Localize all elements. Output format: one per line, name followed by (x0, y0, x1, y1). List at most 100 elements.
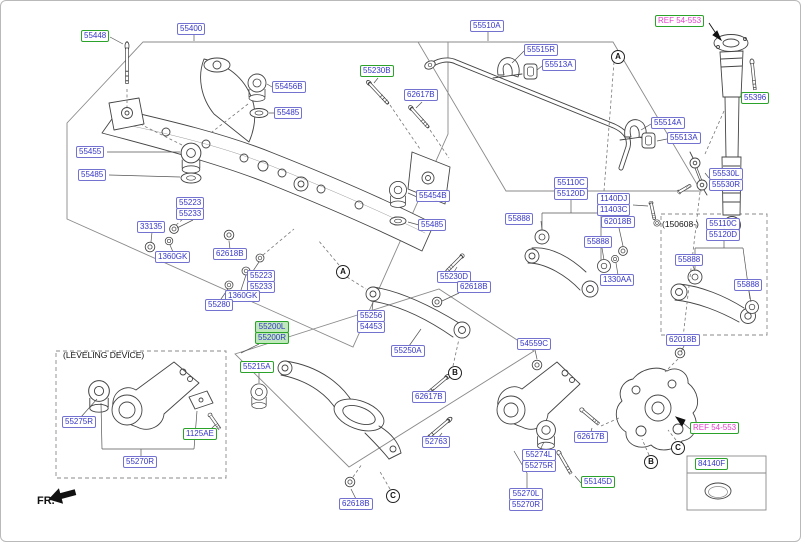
part-label-62618B[interactable]: 62618B (213, 248, 247, 260)
part-label-1360GK[interactable]: 1360GK (155, 251, 191, 263)
part-label-54559C[interactable]: 54559C (517, 338, 552, 350)
part-number: 55448 (81, 30, 110, 42)
part-number: 62018B (666, 334, 700, 346)
part-number: 62618B (339, 498, 373, 510)
part-label-55514A[interactable]: 55514A (651, 117, 685, 129)
lower-arm-drawing (250, 360, 453, 488)
part-number: 55888 (505, 213, 534, 225)
suspension-arm-drawing (365, 251, 471, 339)
part-label-62018B[interactable]: 62018B (666, 334, 700, 346)
part-label-55513A[interactable]: 55513A (542, 59, 576, 71)
part-label-1125AE[interactable]: 1125AE (183, 428, 217, 440)
part-number: 55888 (675, 254, 704, 266)
washer-11403c-icon (653, 219, 661, 227)
part-label-55454B[interactable]: 55454B (416, 190, 450, 202)
part-number: 55110C (554, 177, 589, 189)
part-number: 55514A (651, 117, 685, 129)
crossmember-fasteners (125, 42, 407, 290)
part-label-55275R[interactable]: 55275R (62, 416, 97, 428)
part-label-55485[interactable]: 55485 (418, 219, 447, 231)
part-number: 55400 (177, 23, 206, 35)
bushing-55456b-icon (247, 73, 267, 102)
bolt-1140dj-icon (647, 199, 658, 221)
part-label-55888[interactable]: 55888 (505, 213, 534, 225)
part-label-1360GK[interactable]: 1360GK (225, 290, 261, 302)
part-number: 62618B (457, 281, 491, 293)
view-callout-A: A (611, 50, 625, 64)
leveling-device-box (55, 350, 227, 479)
shock-absorber-drawing (713, 34, 759, 234)
part-number: 52763 (422, 436, 451, 448)
part-number: 1360GK (155, 251, 191, 263)
part-label-55513A[interactable]: 55513A (667, 132, 701, 144)
part-number: 55456B (272, 81, 306, 93)
part-label-62617B[interactable]: 62617B (404, 89, 438, 101)
part-label-55515R[interactable]: 55515R (524, 44, 559, 56)
part-label-1330AA[interactable]: 1330AA (600, 274, 635, 286)
part-label-62617B[interactable]: 62617B (412, 391, 446, 403)
part-label-52763[interactable]: 52763 (422, 436, 451, 448)
part-number: 55200R (255, 332, 290, 344)
bushing-55215a-icon (250, 383, 268, 410)
view-callout-C: C (386, 489, 400, 503)
part-label-62618B[interactable]: 62618B (457, 281, 491, 293)
part-label-55230D[interactable]: 55230D (437, 271, 472, 283)
part-label-55888[interactable]: 55888 (584, 236, 613, 248)
part-label-55888[interactable]: 55888 (675, 254, 704, 266)
part-number: 55513A (667, 132, 701, 144)
part-label-55456B[interactable]: 55456B (272, 81, 306, 93)
bolt-62617b-icon (405, 102, 431, 130)
grommet-box (686, 455, 767, 511)
stabilizer-link-55530-icon (689, 151, 708, 196)
part-label-55510A[interactable]: 55510A (470, 20, 504, 32)
fr-direction-label: FR. (37, 495, 55, 507)
bush-55888-icon (597, 259, 611, 273)
part-number: 55120D (706, 229, 741, 241)
view-callout-B: B (644, 455, 658, 469)
part-number: 1330AA (600, 274, 635, 286)
part-number: 55280 (205, 299, 234, 311)
part-label-55448[interactable]: 55448 (81, 30, 110, 42)
grommet-drawing (704, 482, 732, 500)
part-label-55250A[interactable]: 55250A (391, 345, 425, 357)
part-number: 55485 (78, 169, 107, 181)
nut-33135-icon (144, 241, 156, 253)
part-label-55485[interactable]: 55485 (274, 107, 303, 119)
part-label-55485[interactable]: 55485 (78, 169, 107, 181)
part-label-33135[interactable]: 33135 (137, 221, 166, 233)
part-number: 55275R (62, 416, 97, 428)
part-number: 55510A (470, 20, 504, 32)
part-label-55215A[interactable]: 55215A (240, 361, 274, 373)
late-production-box (660, 213, 768, 336)
part-label-55455[interactable]: 55455 (76, 146, 105, 158)
part-label-55230B[interactable]: 55230B (360, 65, 394, 77)
part-label-62018B[interactable]: 62018B (601, 216, 635, 228)
part-label-REF54-553[interactable]: REF 54-553 (690, 422, 740, 434)
part-number: 55485 (418, 219, 447, 231)
part-label-55888[interactable]: 55888 (734, 279, 763, 291)
part-label-84140F[interactable]: 84140F (695, 458, 729, 470)
part-number: 55396 (741, 92, 770, 104)
part-number: 54453 (357, 321, 386, 333)
bolt-55448-icon (125, 42, 129, 84)
part-label-REF54-553[interactable]: REF 54-553 (655, 15, 705, 27)
part-label-62617B[interactable]: 62617B (574, 431, 608, 443)
bush-55513a-icon (641, 132, 656, 149)
part-label-55396[interactable]: 55396 (741, 92, 770, 104)
part-label-55145D[interactable]: 55145D (581, 476, 616, 488)
part-label-55270R[interactable]: 55270R (123, 456, 158, 468)
part-label-55400[interactable]: 55400 (177, 23, 206, 35)
ref-arrows (674, 22, 723, 427)
part-label-55280[interactable]: 55280 (205, 299, 234, 311)
view-callout-A: A (336, 265, 350, 279)
part-label-62618B[interactable]: 62618B (339, 498, 373, 510)
